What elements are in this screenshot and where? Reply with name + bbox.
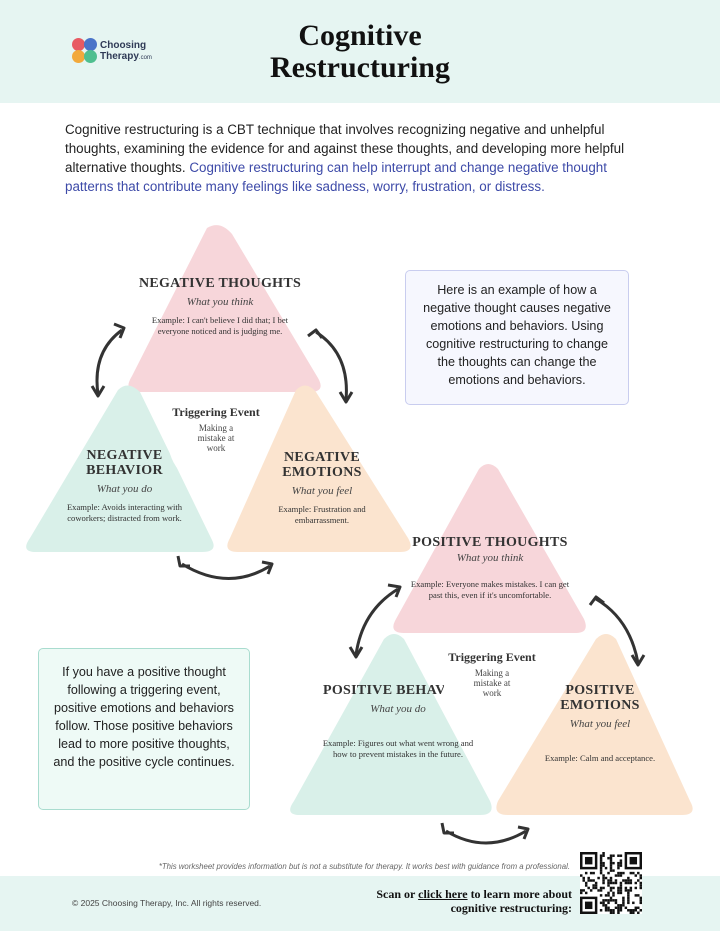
header-band: Choosing Therapy.com Cognitive Restructu… bbox=[0, 0, 720, 103]
disclaimer-text: *This worksheet provides information but… bbox=[158, 862, 570, 871]
positive-cycle-note: If you have a positive thought following… bbox=[38, 648, 250, 810]
double-headed-curved-arrow-icon bbox=[440, 822, 530, 845]
positive-cycle-shapes bbox=[290, 464, 693, 845]
negative-cycle-diagram: NEGATIVE THOUGHTS What you think Example… bbox=[0, 210, 420, 600]
double-headed-curved-arrow-icon bbox=[348, 583, 402, 659]
positive-thoughts-label: POSITIVE THOUGHTS What you think Example… bbox=[410, 535, 570, 600]
triggering-event-circle: Triggering Event Making a mistake at wor… bbox=[444, 637, 540, 733]
logo-text: Choosing Therapy.com bbox=[100, 40, 152, 62]
positive-emotions-triangle bbox=[496, 634, 693, 815]
negative-thoughts-label: NEGATIVE THOUGHTS What you think Example… bbox=[138, 276, 302, 336]
intro-text: Cognitive restructuring is a CBT techniq… bbox=[65, 122, 625, 175]
choosing-therapy-logo[interactable]: Choosing Therapy.com bbox=[72, 38, 154, 68]
negative-thoughts-triangle bbox=[128, 225, 321, 392]
intro-highlight: Cognitive restructuring can help interru… bbox=[65, 160, 607, 194]
positive-behavior-label: POSITIVE BEHAVIOR What you do Example: F… bbox=[322, 683, 474, 759]
positive-behavior-triangle bbox=[290, 634, 492, 815]
negative-behavior-label: NEGATIVE BEHAVIOR What you do Example: A… bbox=[66, 448, 183, 523]
page-title: Cognitive Restructuring bbox=[270, 19, 450, 84]
double-headed-curved-arrow-icon bbox=[176, 555, 274, 580]
scan-prompt: Scan or click here to learn more about c… bbox=[376, 887, 572, 915]
negative-emotions-label: NEGATIVE EMOTIONS What you feel Example:… bbox=[278, 450, 366, 525]
double-headed-curved-arrow-icon bbox=[588, 595, 646, 667]
qr-code-icon[interactable] bbox=[580, 852, 642, 914]
double-headed-curved-arrow-icon bbox=[307, 328, 354, 404]
negative-behavior-triangle bbox=[26, 385, 214, 552]
qr-code-pattern bbox=[580, 852, 642, 914]
positive-thoughts-triangle bbox=[393, 464, 586, 633]
negative-emotions-triangle bbox=[227, 385, 411, 552]
triggering-event-circle: Triggering Event Making a mistake at wor… bbox=[168, 392, 264, 488]
intro-paragraph: Cognitive restructuring is a CBT techniq… bbox=[65, 120, 635, 196]
copyright-text: © 2025 Choosing Therapy, Inc. All rights… bbox=[72, 898, 262, 908]
negative-cycle-shapes bbox=[26, 225, 411, 580]
negative-cycle-note: Here is an example of how a negative tho… bbox=[405, 270, 629, 405]
positive-emotions-label: POSITIVE EMOTIONS What you feel Example:… bbox=[544, 683, 656, 763]
positive-cycle-diagram: POSITIVE THOUGHTS What you think Example… bbox=[280, 455, 720, 855]
click-here-link[interactable]: click here bbox=[418, 887, 468, 901]
double-headed-curved-arrow-icon bbox=[90, 322, 126, 398]
logo-icon bbox=[72, 38, 98, 64]
